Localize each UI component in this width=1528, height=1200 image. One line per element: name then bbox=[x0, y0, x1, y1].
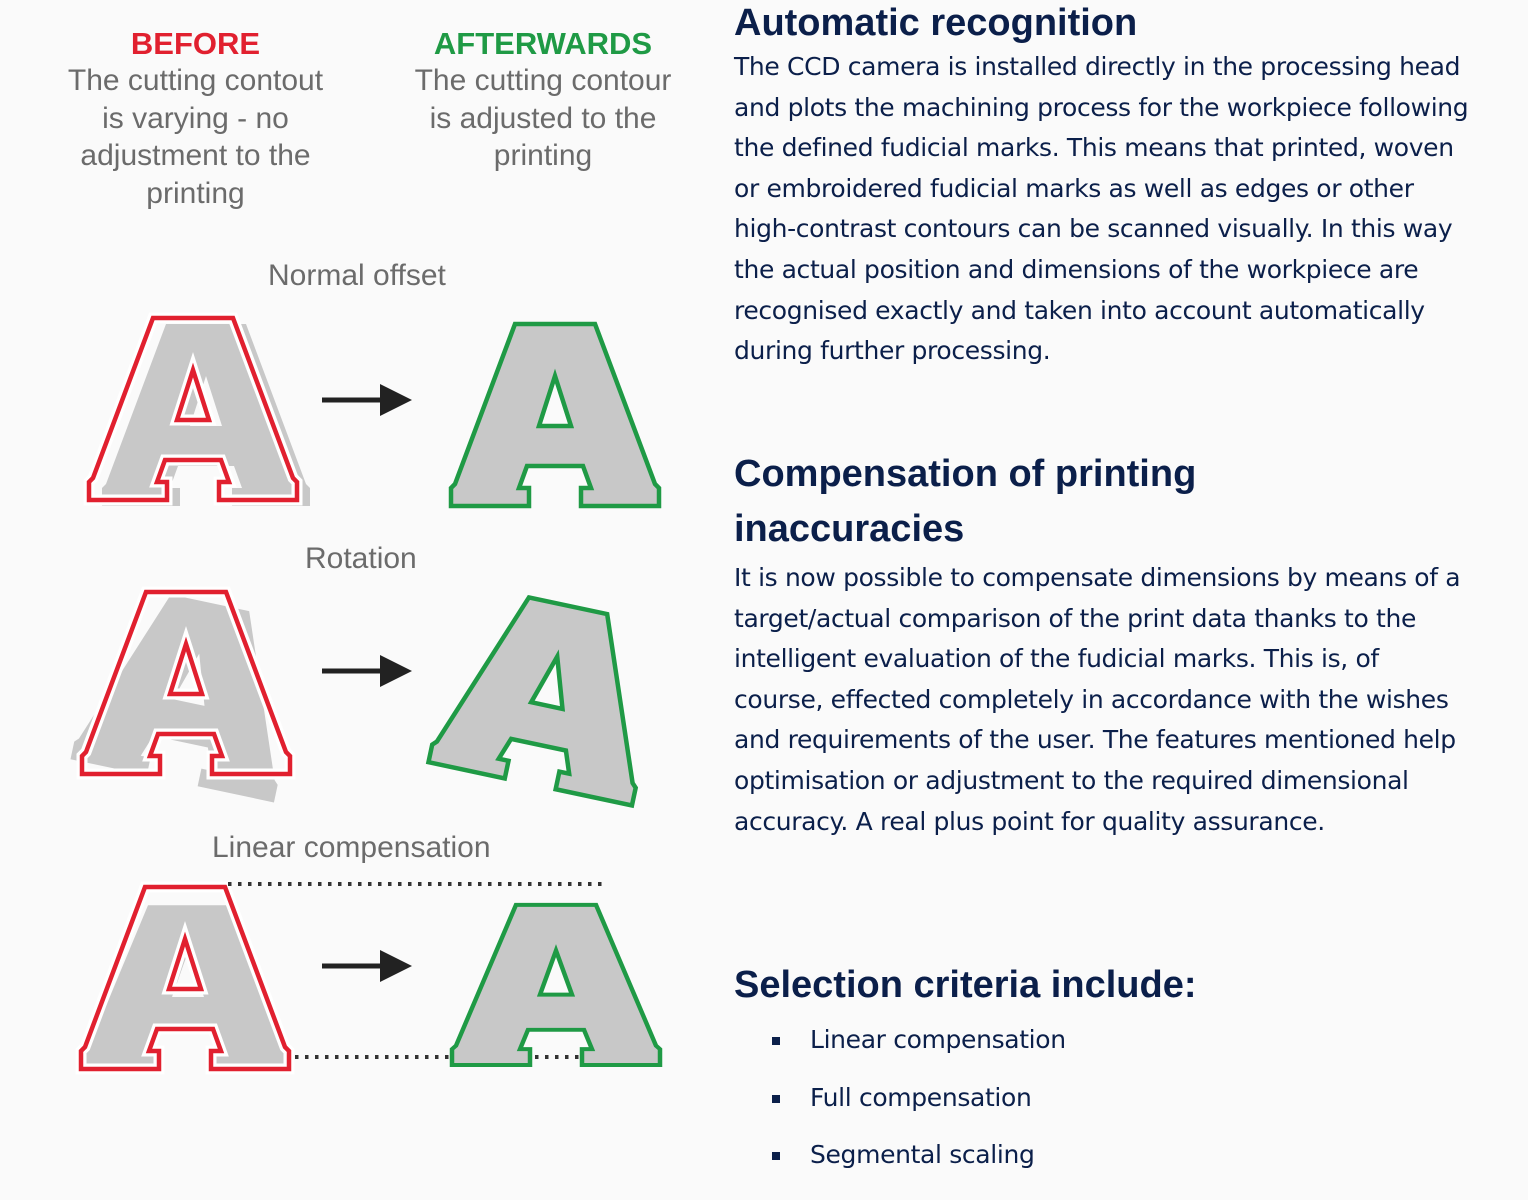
afterwards-description-line: printing bbox=[493, 139, 593, 172]
compensation-heading: Compensation of printing inaccuracies bbox=[734, 453, 1197, 550]
afterwards-description-line: is adjusted to the bbox=[429, 101, 657, 135]
before-description-line: is varying - no bbox=[102, 101, 289, 135]
right-arrow-icon bbox=[322, 655, 412, 687]
afterwards-description-line: The cutting contour bbox=[414, 64, 672, 97]
square-bullet-icon bbox=[772, 1094, 780, 1103]
selection-criteria-heading: Selection criteria include: bbox=[734, 964, 1197, 1006]
compensation-text: It is now possible to compensate dimensi… bbox=[734, 563, 1461, 836]
after-cut-contour-a bbox=[451, 324, 659, 506]
linear-compensation-row bbox=[81, 884, 660, 1069]
letter-figures bbox=[70, 0, 710, 1200]
after-cut-contour-a-rotated bbox=[428, 584, 669, 805]
automatic-recognition-text: The CCD camera is installed directly in … bbox=[734, 52, 1469, 366]
afterwards-description: The cutting contour is adjusted to the p… bbox=[378, 62, 708, 175]
rotation-row bbox=[70, 581, 669, 805]
automatic-recognition-heading: Automatic recognition bbox=[734, 2, 1138, 44]
list-item-text: Linear compensation bbox=[810, 1025, 1066, 1054]
square-bullet-icon bbox=[772, 1037, 780, 1045]
rotation-label: Rotation bbox=[305, 542, 417, 575]
before-column-header: BEFORE The cutting contout is varying - … bbox=[28, 26, 363, 212]
right-arrow-icon bbox=[322, 950, 412, 982]
before-title: BEFORE bbox=[130, 26, 261, 61]
normal-offset-label: Normal offset bbox=[268, 259, 446, 292]
before-description: The cutting contout is varying - no adju… bbox=[28, 62, 363, 212]
right-arrow-icon bbox=[322, 384, 412, 416]
after-cut-contour-a-scaled bbox=[452, 905, 660, 1065]
list-item-text: Segmental scaling bbox=[810, 1140, 1035, 1169]
square-bullet-icon bbox=[772, 1152, 780, 1160]
before-description-line: printing bbox=[146, 176, 245, 210]
afterwards-title: AFTERWARDS bbox=[433, 26, 653, 61]
before-description-line: adjustment to the bbox=[80, 139, 311, 172]
list-item-text: Full compensation bbox=[810, 1082, 1032, 1112]
cutting-compensation-illustration: BEFORE The cutting contout is varying - … bbox=[0, 0, 710, 1200]
linear-compensation-label: Linear compensation bbox=[212, 831, 491, 864]
afterwards-column-header: AFTERWARDS The cutting contour is adjust… bbox=[378, 26, 708, 175]
before-description-line: The cutting contout bbox=[67, 64, 324, 97]
normal-offset-row bbox=[89, 318, 659, 506]
